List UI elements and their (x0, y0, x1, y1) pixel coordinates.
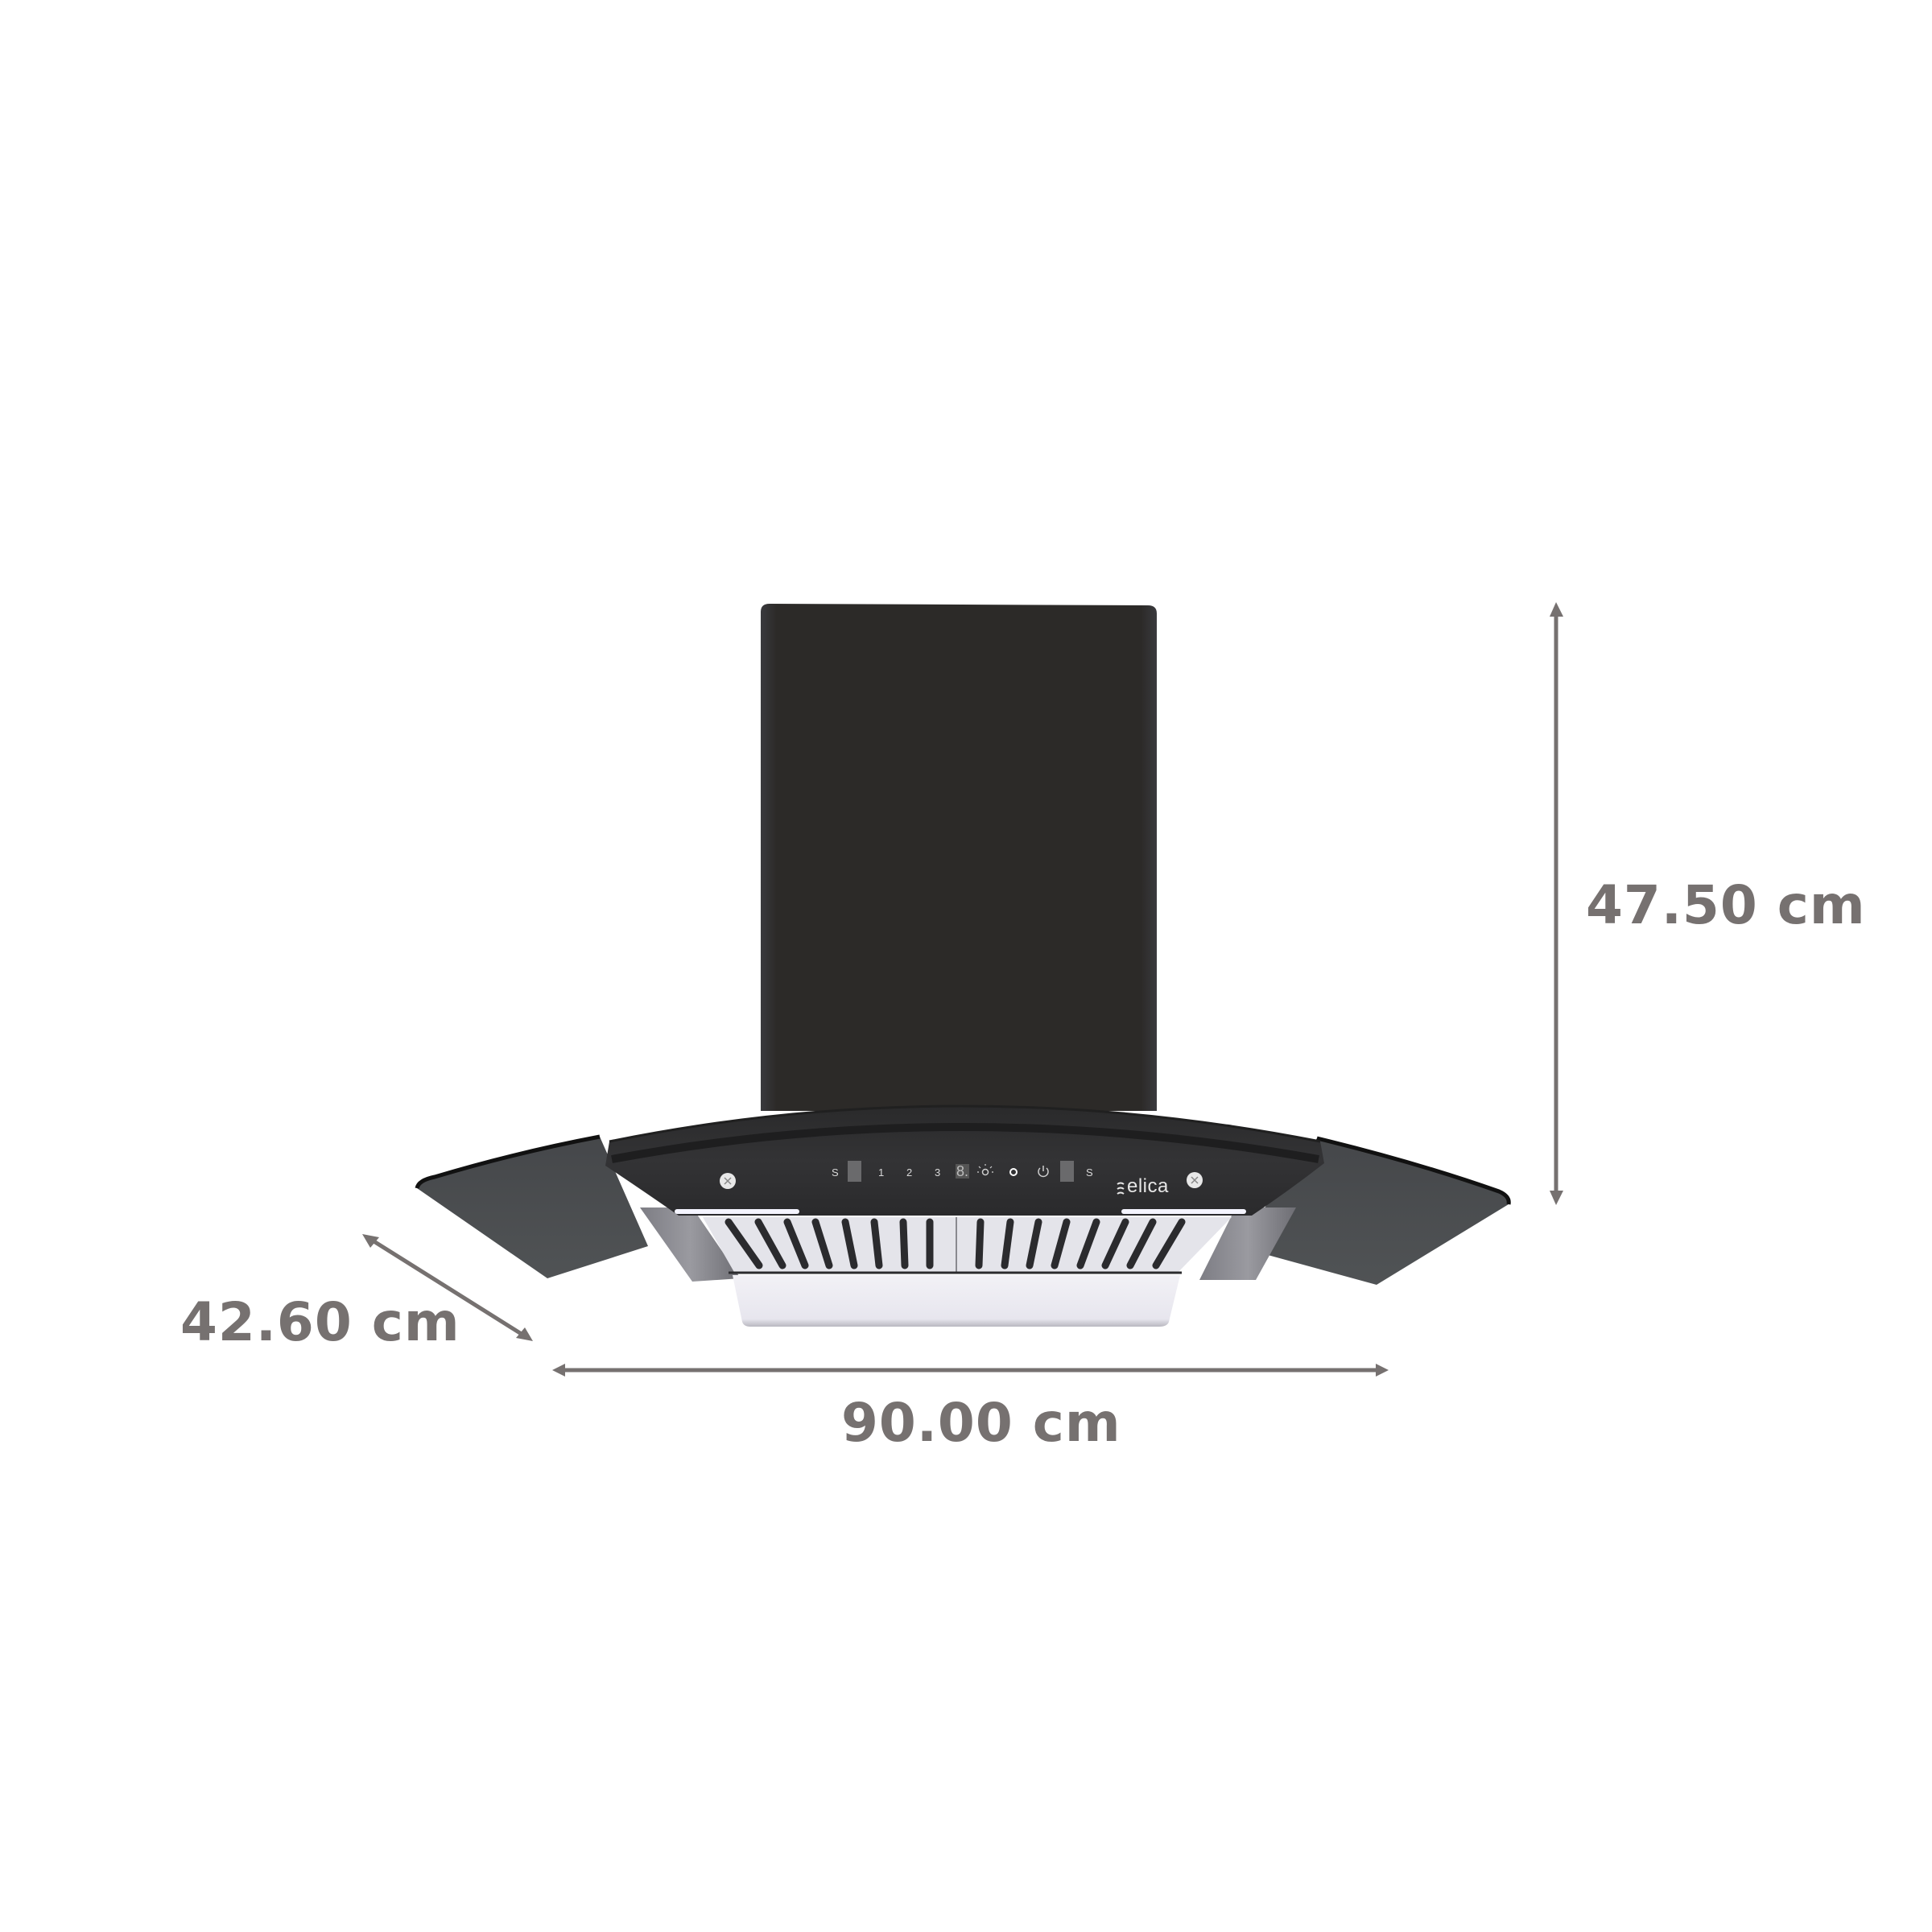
depth-dimension-arrow (362, 1234, 533, 1341)
width-dimension-label: 90.00 cm (841, 1392, 1121, 1454)
left-steel-side (640, 1208, 741, 1282)
right-led-light (1121, 1209, 1246, 1214)
depth-dimension-label: 42.60 cm (180, 1291, 460, 1353)
display-digit: 8. (956, 1163, 970, 1179)
speed-1-button[interactable]: 1 (878, 1166, 885, 1179)
elica-logo-icon (1117, 1182, 1125, 1195)
baffle-filter (703, 1217, 1232, 1274)
right-screw-icon (1187, 1172, 1203, 1188)
left-screw-icon (720, 1173, 736, 1189)
left-slider-pad[interactable] (848, 1161, 861, 1182)
speed-3-button[interactable]: 3 (935, 1166, 941, 1179)
canopy-panel (605, 1104, 1324, 1216)
left-glass-wing (415, 1134, 648, 1278)
brand-logo: elica (1127, 1175, 1169, 1197)
width-dimension-arrow (552, 1364, 1389, 1377)
right-slider-pad[interactable] (1060, 1161, 1074, 1182)
right-slider-label: S (1086, 1166, 1093, 1179)
power-icon[interactable] (1038, 1166, 1049, 1178)
oil-tray (733, 1275, 1180, 1327)
left-slider-label: S (832, 1166, 839, 1179)
right-steel-side (1199, 1208, 1296, 1280)
speed-2-button[interactable]: 2 (906, 1166, 913, 1179)
light-icon[interactable] (977, 1164, 993, 1176)
chimney (761, 604, 1157, 1111)
height-dimension-arrow (1550, 602, 1563, 1205)
height-dimension-label: 47.50 cm (1586, 874, 1866, 936)
left-led-light (675, 1209, 799, 1214)
auto-clean-icon[interactable] (1009, 1168, 1018, 1176)
